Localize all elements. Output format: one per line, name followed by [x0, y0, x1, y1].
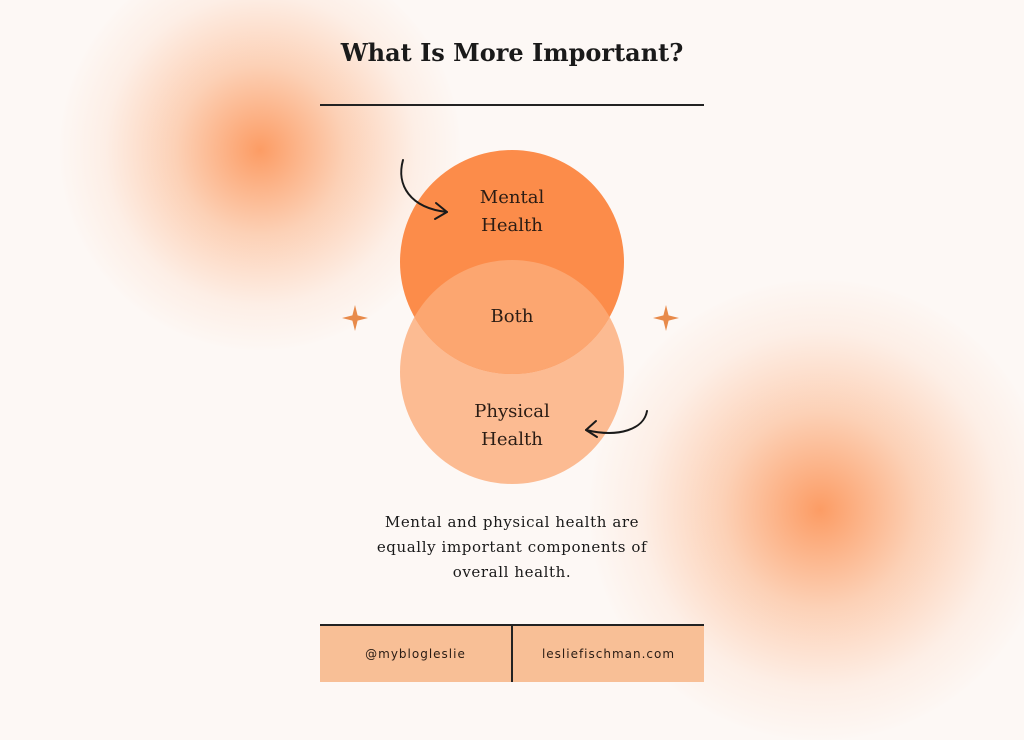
- physical-health-label: Physical Health: [474, 401, 550, 450]
- curved-arrow-icon: [400, 159, 448, 220]
- website-link[interactable]: lesliefischman.com: [541, 647, 676, 661]
- sparkle-icon: [342, 305, 368, 331]
- footer-separator: [511, 624, 513, 682]
- sparkle-icon: [653, 305, 679, 331]
- curved-arrow-icon: [585, 410, 648, 438]
- title-divider: [320, 104, 704, 106]
- social-handle: @myblogleslie: [365, 647, 466, 661]
- footer: @myblogleslie lesliefischman.com: [320, 624, 704, 682]
- venn-diagram: [342, 150, 679, 484]
- overlap-region: [400, 260, 624, 374]
- caption: Mental and physical health are equally i…: [376, 513, 648, 581]
- page-title: What Is More Important?: [340, 38, 684, 67]
- mental-health-label: Mental Health: [479, 187, 545, 236]
- both-label: Both: [490, 306, 534, 327]
